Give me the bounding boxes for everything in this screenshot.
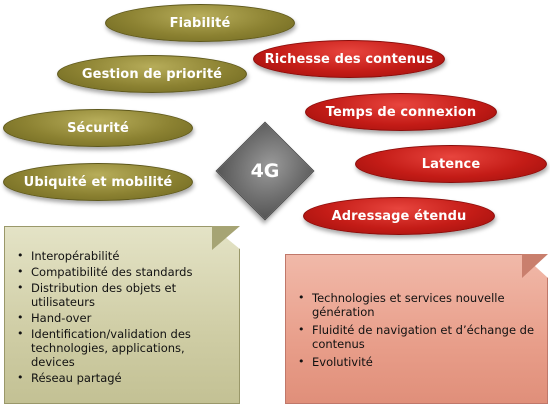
ellipse-adressage-etendu: Adressage étendu [303,197,495,235]
ellipse-label: Ubiquité et mobilité [23,174,173,190]
list-item: Technologies et services nouvelle généra… [298,291,539,319]
ellipse-label: Gestion de priorité [81,66,223,82]
ellipse-label: Latence [421,156,481,172]
list-item: Fluidité de navigation et d’échange de c… [298,323,539,351]
ellipse-securite: Sécurité [3,109,193,147]
list-item: Réseau partagé [17,371,231,385]
right-note-box: Technologies et services nouvelle généra… [285,254,548,404]
center-label: 4G [250,160,280,182]
ellipse-latence: Latence [355,145,547,183]
ellipse-richesse-des-contenus: Richesse des contenus [253,40,445,78]
list-item: Compatibilité des standards [17,265,231,279]
left-note-fold [212,226,240,250]
list-item: Hand-over [17,311,231,325]
ellipse-label: Richesse des contenus [264,51,434,67]
ellipse-fiabilite: Fiabilité [105,4,295,42]
left-note-box: Interopérabilité Compatibilité des stand… [4,226,240,404]
ellipse-gestion-de-priorite: Gestion de priorité [57,55,247,93]
list-item: Identification/validation des technologi… [17,327,231,369]
right-note-list: Technologies et services nouvelle généra… [296,291,539,369]
left-note-list: Interopérabilité Compatibilité des stand… [15,249,231,385]
ellipse-label: Temps de connexion [325,104,477,120]
list-item: Evolutivité [298,355,539,369]
ellipse-label: Sécurité [67,120,129,136]
list-item: Interopérabilité [17,249,231,263]
list-item: Distribution des objets et utilisateurs [17,281,231,309]
ellipse-label: Adressage étendu [331,208,467,224]
ellipse-ubiquite-et-mobilite: Ubiquité et mobilité [3,163,193,201]
right-note-fold [522,254,548,278]
ellipse-temps-de-connexion: Temps de connexion [305,93,497,131]
ellipse-label: Fiabilité [169,15,231,31]
